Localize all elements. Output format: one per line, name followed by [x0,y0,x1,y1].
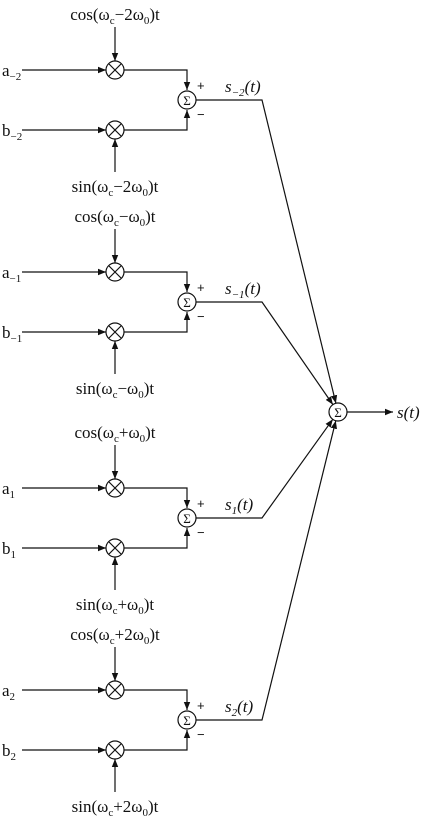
summer-symbol-p2: Σ [183,713,191,728]
summer-symbol-m2: Σ [183,93,191,108]
stage-p2: cos(ωc+2ω0)t a2 b2 sin(ωc+2ω0)t Σ + − s2(t) [2,420,337,819]
stage-output-arrow-m2 [196,99,338,404]
stage-output-arrow-m1 [196,301,334,405]
a-label-p1: a1 [2,479,15,501]
sin-label-m2: sin(ωc−2ω0)t [72,177,159,199]
top-to-summer-p2 [124,689,191,710]
a-label-m1: a−1 [2,263,21,285]
multiply-icon [108,265,122,279]
bottom-to-summer-m1 [124,312,191,333]
s-label-p1: s1(t) [225,495,254,517]
cos-label-p2: cos(ωc+2ω0)t [70,625,160,647]
cos-label-m1: cos(ωc−ω0)t [74,207,155,229]
minus-sign-m2: − [197,107,205,122]
stage-output-arrow-p2 [196,420,337,721]
cos-label-m2: cos(ωc−2ω0)t [70,5,160,27]
multiply-icon [108,481,122,495]
sin-label-m1: sin(ωc−ω0)t [76,379,155,401]
stage-output-arrow-p1 [196,418,334,519]
summer-symbol-p1: Σ [183,511,191,526]
bottom-to-summer-p2 [124,730,191,751]
top-to-summer-m2 [124,69,191,90]
s-label-m1: s−1(t) [225,279,261,301]
multiply-icon [108,325,122,339]
final-summer-symbol: Σ [334,405,342,420]
multiply-icon [108,683,122,697]
minus-sign-m1: − [197,309,205,324]
plus-sign-m1: + [197,280,205,295]
multiply-icon [108,123,122,137]
sin-label-p1: sin(ωc+ω0)t [76,595,155,617]
multiply-icon [108,63,122,77]
top-to-summer-p1 [124,487,191,508]
plus-sign-m2: + [197,78,205,93]
stage-m1: cos(ωc−ω0)t a−1 b−1 sin(ωc−ω0)t Σ + − s−1(t) [2,207,334,405]
bottom-to-summer-p1 [124,528,191,549]
b-label-p1: b1 [2,539,16,561]
multiply-icon [108,743,122,757]
minus-sign-p2: − [197,727,205,742]
multiply-icon [108,541,122,555]
b-label-m2: b−2 [2,121,22,143]
s-label-m2: s−2(t) [225,77,261,99]
plus-sign-p1: + [197,496,205,511]
summer-symbol-m1: Σ [183,295,191,310]
final-summer-group: Σ s(t) [328,402,420,422]
b-label-m1: b−1 [2,323,22,345]
bottom-to-summer-m2 [124,110,191,131]
b-label-p2: b2 [2,741,16,763]
stage-p1: cos(ωc+ω0)t a1 b1 sin(ωc+ω0)t Σ + − s1(t) [2,418,334,617]
a-label-p2: a2 [2,681,15,703]
plus-sign-p2: + [197,698,205,713]
sin-label-p2: sin(ωc+2ω0)t [72,797,159,819]
s-label-p2: s2(t) [225,697,254,719]
top-to-summer-m1 [124,271,191,292]
output-label: s(t) [397,403,420,422]
cos-label-p1: cos(ωc+ω0)t [74,423,155,445]
a-label-m2: a−2 [2,61,21,83]
minus-sign-p1: − [197,525,205,540]
